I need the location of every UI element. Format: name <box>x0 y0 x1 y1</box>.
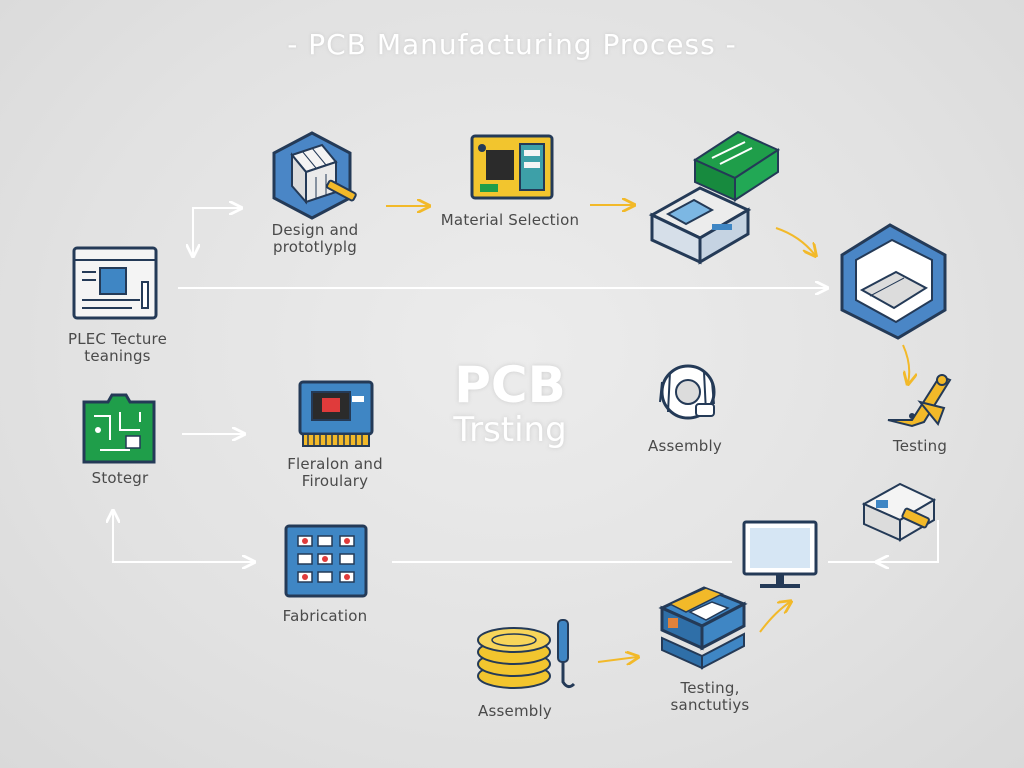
step-label-fleralon-line1: Fleralon and <box>287 455 383 473</box>
step-label-stotegr: Stotegr <box>70 470 170 487</box>
document-icon <box>72 246 158 320</box>
circuit-board-icon <box>82 393 156 464</box>
arrow-elbow-bottom-left <box>113 512 253 562</box>
step-label-stotegr-line1: Stotegr <box>91 469 149 487</box>
step-label-plec-line2: teanings <box>84 347 151 365</box>
cube-icon <box>272 131 357 220</box>
step-label-plec-line1: PLEC Tecture <box>67 330 168 348</box>
green-stack-icon <box>692 130 781 202</box>
machine-icon <box>648 186 752 265</box>
robot-arm-icon <box>887 374 952 428</box>
arrow-housing-to-testing <box>902 344 909 383</box>
monitor-icon <box>742 520 818 588</box>
step-label-design-line1: Design and <box>271 221 359 239</box>
chip-icon <box>298 380 374 447</box>
housing-icon <box>840 223 947 340</box>
arrow-boards-to-monitor <box>759 602 790 633</box>
step-label-fabrication-line1: Fabrication <box>282 607 368 625</box>
step-label-assembly-top: Assembly <box>630 438 740 455</box>
center-subtitle: Trsting <box>453 410 567 450</box>
arrow-elbow-top-left <box>193 208 240 255</box>
step-label-testing-sanct-line1: Testing, <box>680 679 740 697</box>
diagram-title: - PCB Manufacturing Process - <box>287 28 737 61</box>
reel-icon <box>659 364 716 420</box>
solder-coin-icon <box>477 619 576 689</box>
stacked-boards-icon <box>658 586 748 670</box>
center-title: PCB <box>454 356 566 414</box>
tester-device-icon <box>861 482 937 542</box>
step-label-testing-sanct-line2: sanctutiys <box>670 696 750 714</box>
step-label-assembly-bottom: Assembly <box>460 703 570 720</box>
connectors <box>113 205 939 662</box>
step-label-testing-sanct: Testing, sanctutiys <box>650 680 770 714</box>
step-label-design: Design and prototlyplg <box>250 222 380 256</box>
arrow-machine-to-housing <box>775 227 815 255</box>
step-label-plec: PLEC Tecture teanings <box>55 331 180 365</box>
step-label-assembly-top-line1: Assembly <box>648 437 722 455</box>
step-label-fleralon-line2: Firoulary <box>301 472 369 490</box>
step-label-testing: Testing <box>870 438 970 455</box>
panel-grid-icon <box>284 524 368 598</box>
arrow-right-return <box>878 520 939 562</box>
step-label-design-line2: prototlyplg <box>273 238 357 256</box>
step-label-fleralon: Fleralon and Firoulary <box>270 456 400 490</box>
step-label-material-line1: Material Selection <box>440 211 580 229</box>
step-label-assembly-bottom-line1: Assembly <box>478 702 552 720</box>
arrow-coin-to-boards <box>597 657 637 662</box>
step-label-testing-line1: Testing <box>892 437 948 455</box>
step-label-material: Material Selection <box>440 212 580 229</box>
step-label-fabrication: Fabrication <box>265 608 385 625</box>
component-board-icon <box>470 134 554 200</box>
